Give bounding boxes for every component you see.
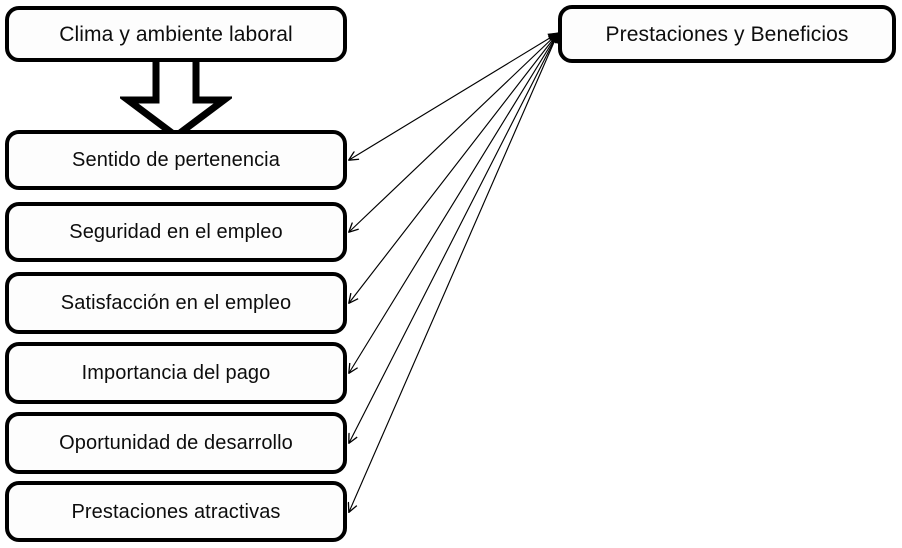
node-label: Importancia del pago bbox=[81, 362, 271, 384]
node-seguridad[interactable]: Seguridad en el empleo bbox=[5, 202, 347, 262]
node-label: Satisfacción en el empleo bbox=[60, 292, 292, 314]
node-label: Seguridad en el empleo bbox=[69, 221, 283, 243]
down-block-arrow bbox=[120, 60, 232, 138]
node-prestaciones-y-beneficios[interactable]: Prestaciones y Beneficios bbox=[558, 5, 896, 63]
node-sentido[interactable]: Sentido de pertenencia bbox=[5, 130, 347, 190]
node-prestaciones_atractivas[interactable]: Prestaciones atractivas bbox=[5, 481, 347, 542]
connector-oportunidad bbox=[349, 33, 558, 443]
connector-importancia bbox=[349, 33, 558, 373]
node-label: Prestaciones atractivas bbox=[71, 500, 281, 523]
node-clima-y-ambiente-laboral[interactable]: Clima y ambiente laboral bbox=[5, 6, 347, 62]
node-label: Clima y ambiente laboral bbox=[59, 22, 293, 46]
node-label: Sentido de pertenencia bbox=[72, 149, 280, 171]
node-oportunidad[interactable]: Oportunidad de desarrollo bbox=[5, 412, 347, 474]
node-importancia[interactable]: Importancia del pago bbox=[5, 342, 347, 404]
node-label: Prestaciones y Beneficios bbox=[605, 22, 849, 46]
connector-prestaciones-atractivas bbox=[349, 33, 558, 512]
node-label: Oportunidad de desarrollo bbox=[59, 432, 293, 454]
connector-sentido bbox=[349, 33, 558, 160]
connector-seguridad bbox=[349, 33, 558, 232]
connector-group bbox=[349, 33, 558, 512]
connector-satisfaccion bbox=[349, 33, 558, 303]
node-satisfaccion[interactable]: Satisfacción en el empleo bbox=[5, 272, 347, 334]
